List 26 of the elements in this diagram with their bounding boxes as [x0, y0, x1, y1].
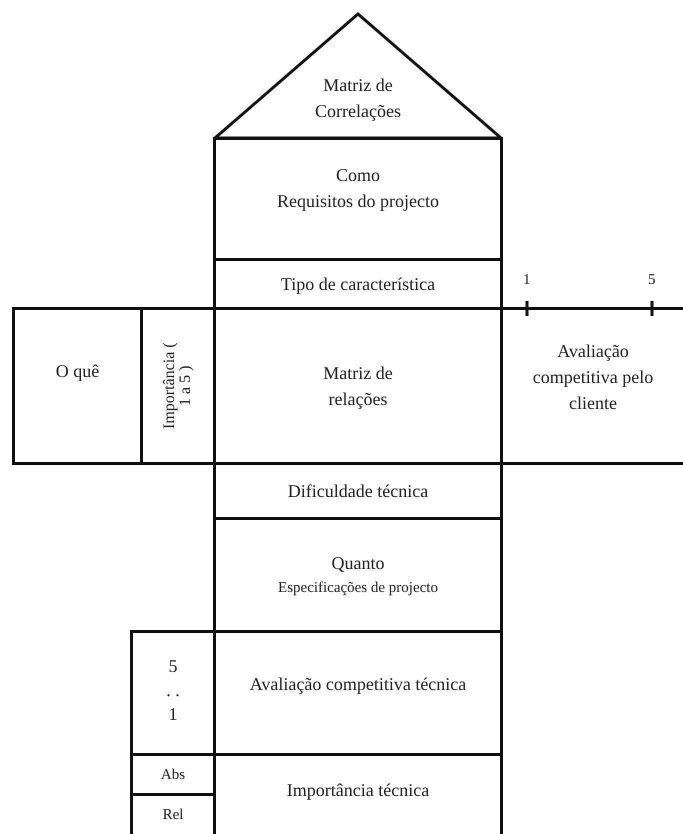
cell-text: Requisitos do projecto	[277, 190, 439, 213]
specifications-cell	[213, 517, 503, 633]
scale-number: 1	[523, 272, 530, 289]
requirements-cell	[213, 137, 503, 261]
cell-text: Avaliação competitiva técnica	[248, 673, 468, 696]
importance-cell	[140, 307, 216, 465]
cell-text: Matriz de Correlações	[314, 74, 402, 123]
cell-text: Importância técnica	[286, 779, 430, 802]
cell-text: O quê	[56, 360, 100, 383]
cell-text: Rel	[162, 806, 184, 825]
cell-text: Tipo de característica	[280, 273, 436, 296]
whats-cell	[12, 307, 143, 465]
difficulty-cell	[213, 462, 503, 520]
cell-text: Avaliação competitiva pelo cliente	[532, 340, 654, 415]
characteristic-cell	[213, 258, 503, 310]
cell-text: Matriz de relações	[322, 362, 394, 411]
cell-text: Dificuldade técnica	[288, 480, 428, 503]
scale-cell	[130, 630, 216, 756]
cell-text: Abs	[160, 766, 186, 784]
heading-text: Quanto	[330, 552, 386, 575]
heading-text: Como	[336, 164, 380, 187]
scale-number: 5	[648, 272, 656, 289]
cell-text: Importância ( 1 a 5 )	[162, 342, 194, 432]
evaluation-panel	[503, 307, 683, 465]
cell-text: Especificações de projecto	[277, 579, 439, 598]
cell-text: 5 . . 1	[166, 655, 180, 726]
